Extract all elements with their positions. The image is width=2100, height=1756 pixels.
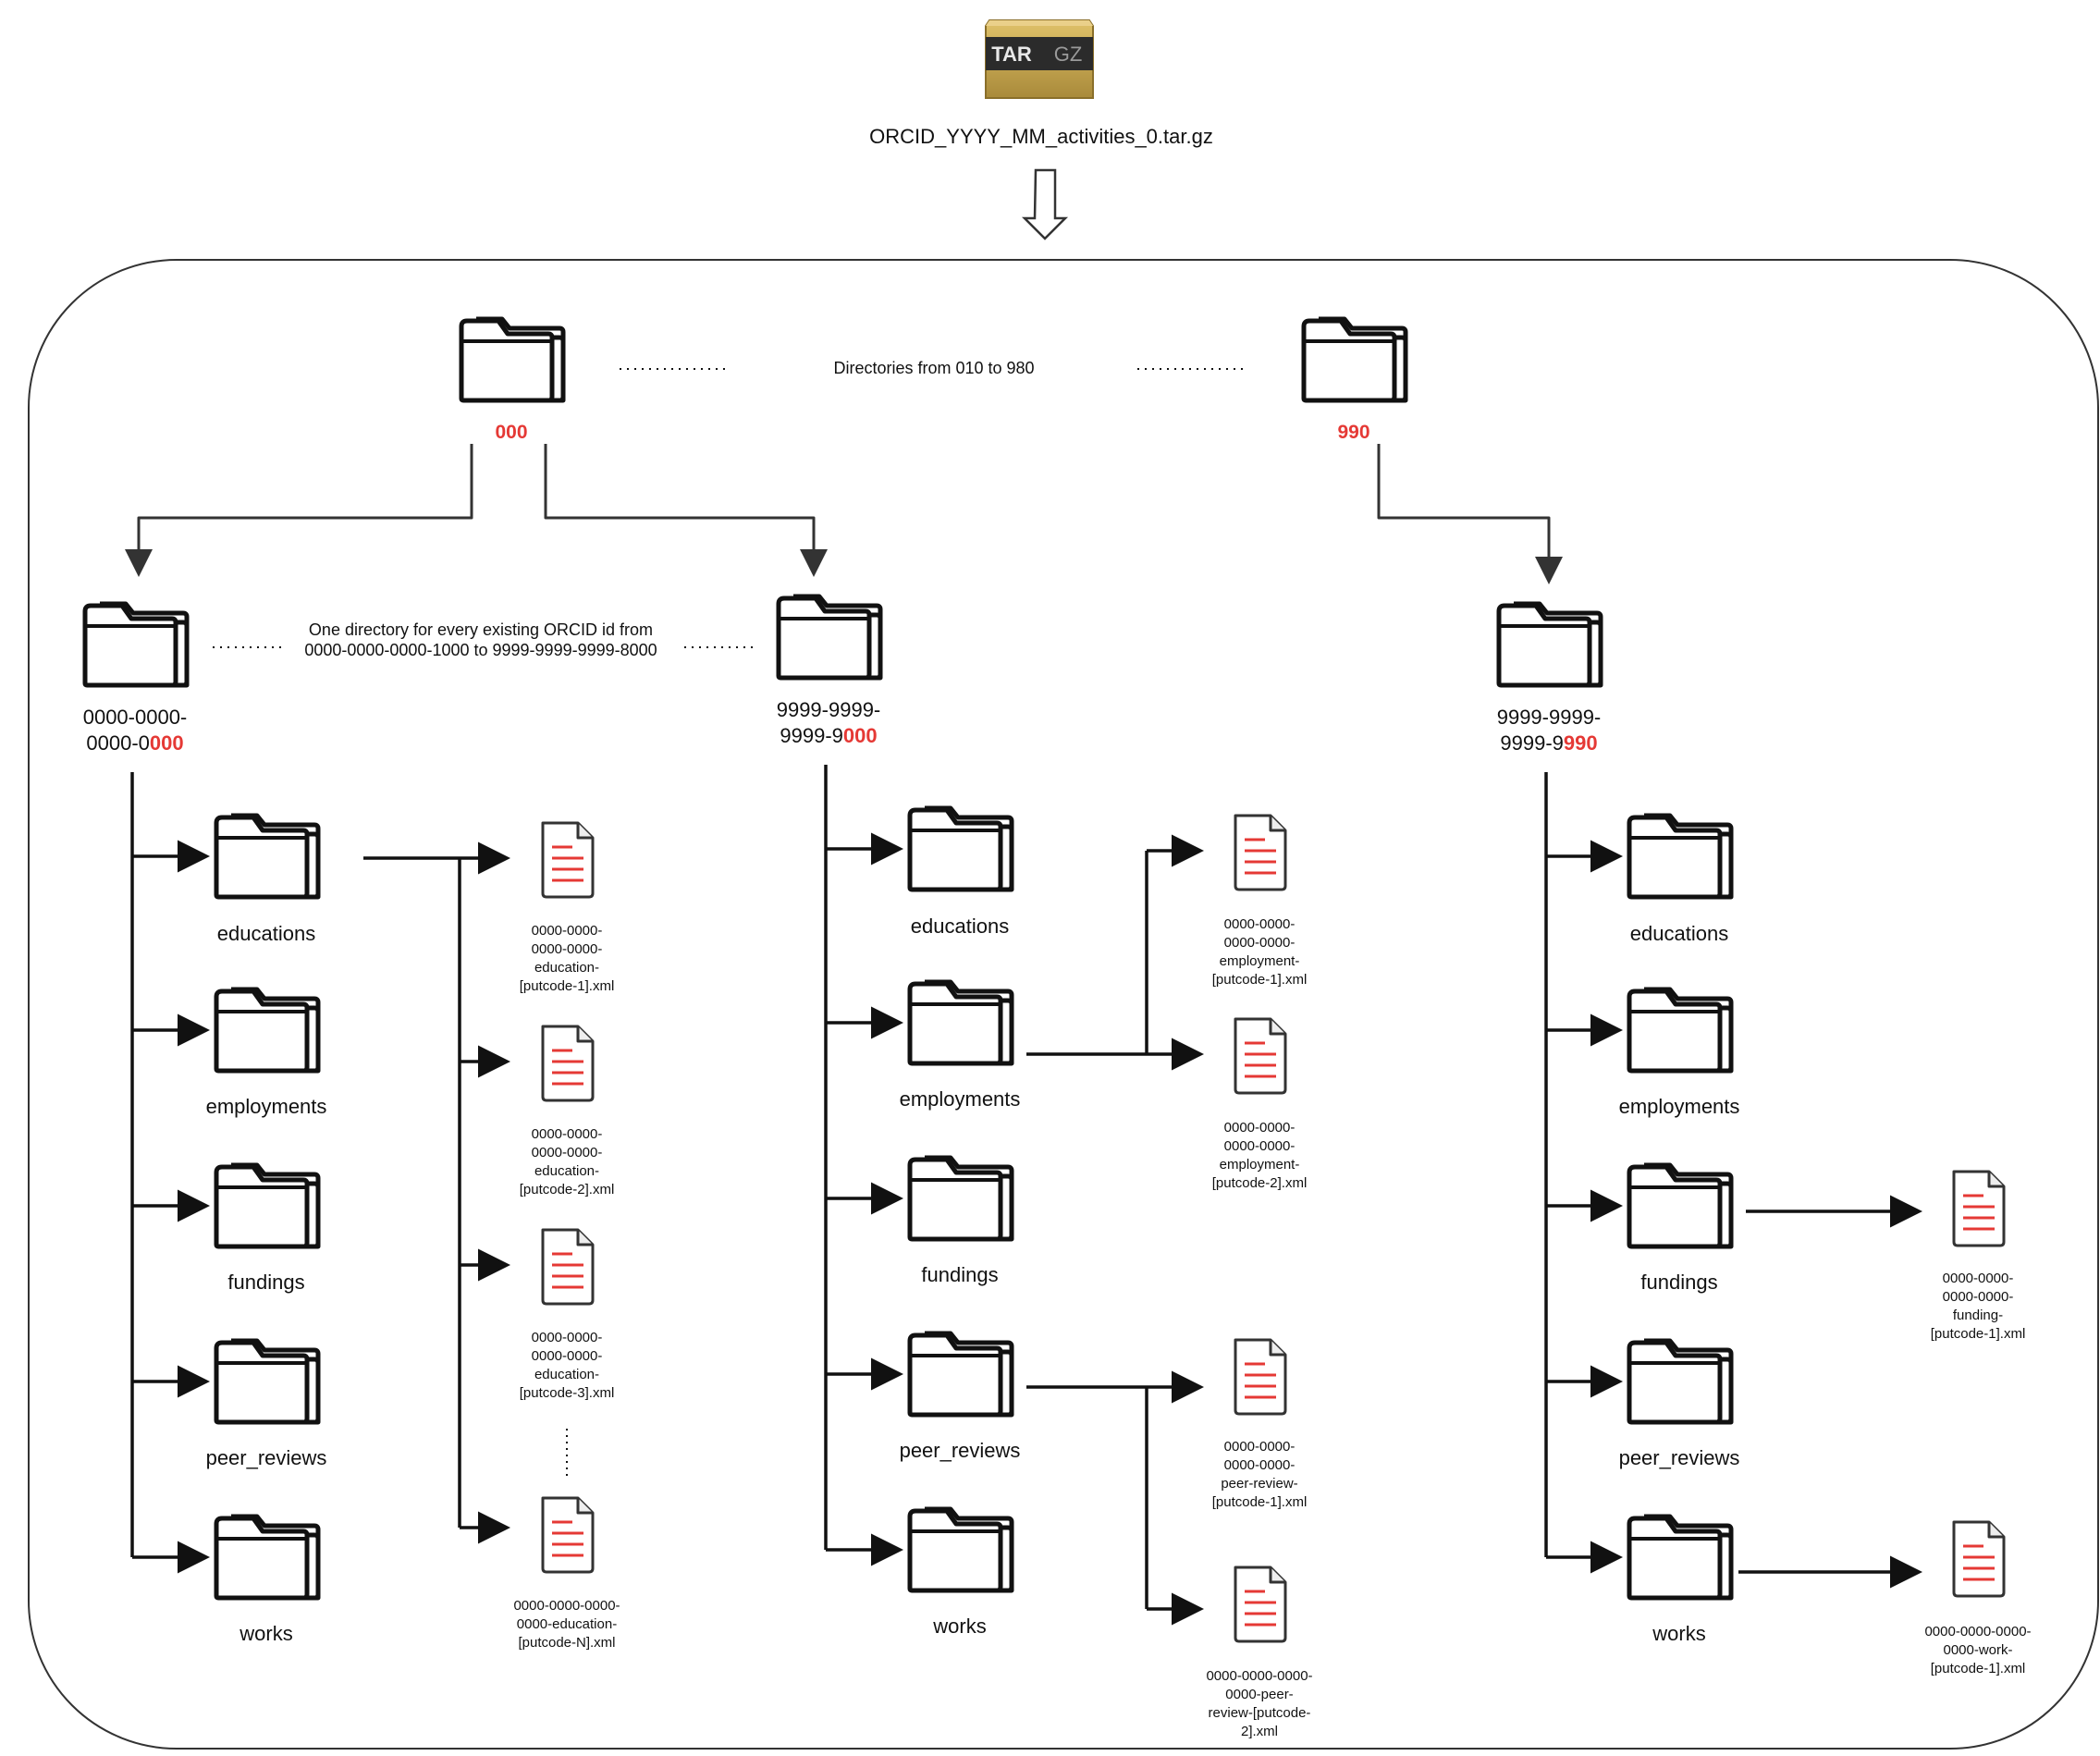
orcid-dir-label: 0000-0000- 0000-0000 <box>83 705 188 755</box>
folder-icon <box>214 1514 321 1601</box>
xml-file-icon <box>541 1496 595 1574</box>
xml-file-icon <box>1234 814 1287 891</box>
top-dirs-note: Directories from 010 to 980 <box>833 359 1035 377</box>
folder-icon <box>907 805 1014 892</box>
connector-arrow <box>1377 444 1563 584</box>
folder-icon <box>214 987 321 1074</box>
file-label: 0000-0000-0000- 0000-work- [putcode-1].x… <box>1924 1624 2032 1676</box>
orcid-id-suffix: 000 <box>842 723 878 747</box>
file-label: 0000-0000- 0000-0000- peer-review- [putc… <box>1211 1439 1308 1510</box>
folder-label-educations: educations <box>910 915 1010 938</box>
xml-file-icon <box>1952 1520 2006 1598</box>
file-label: 0000-0000- 0000-0000- employment- [putco… <box>1211 916 1308 988</box>
folder-label-peer-reviews: peer_reviews <box>899 1439 1021 1462</box>
xml-file-icon <box>541 821 595 899</box>
folder-label-works: works <box>239 1622 293 1645</box>
folder-icon <box>1627 813 1734 900</box>
connector-arrow <box>125 444 473 577</box>
folder-icon <box>907 1331 1014 1418</box>
orcid-id-prefix: 9999-9999- 9999-9 <box>1496 706 1602 755</box>
file-label: 0000-0000-0000- 0000-education- [putcode… <box>513 1598 620 1651</box>
file-label: 0000-0000-0000- 0000-peer- review-[putco… <box>1206 1668 1313 1739</box>
orcid-id-prefix: 9999-9999- 9999-9 <box>776 698 881 747</box>
folder-icon <box>1496 601 1603 688</box>
folder-icon <box>907 1506 1014 1593</box>
file-label: 0000-0000- 0000-0000- education- [putcod… <box>519 923 615 994</box>
orcid-id-suffix: 000 <box>149 731 184 755</box>
file-label: 0000-0000- 0000-0000- employment- [putco… <box>1211 1120 1308 1191</box>
top-dir-last-label: 990 <box>1337 422 1370 443</box>
archive-badge-left: TAR <box>991 43 1032 66</box>
folder-icon <box>907 1155 1014 1242</box>
orcid-id-suffix: 990 <box>1563 731 1598 755</box>
orcid-dir-label: 9999-9999- 9999-9990 <box>1497 705 1602 755</box>
folder-icon <box>1627 1162 1734 1249</box>
tar-gz-archive-icon: TAR GZ <box>985 19 1094 99</box>
down-arrow-icon <box>1021 168 1069 240</box>
archive-badge-right: GZ <box>1054 43 1083 66</box>
container-frame <box>28 259 2099 1750</box>
folder-label-works: works <box>933 1615 987 1638</box>
folder-label-fundings: fundings <box>227 1271 305 1294</box>
orcid-id-prefix: 0000-0000- 0000-0 <box>82 706 188 755</box>
orcid-dirs-note: One directory for every existing ORCID i… <box>304 620 657 659</box>
folder-label-fundings: fundings <box>1640 1271 1718 1294</box>
folder-label-employments: employments <box>899 1087 1021 1111</box>
top-dir-first-label: 000 <box>495 422 528 443</box>
folder-label-peer-reviews: peer_reviews <box>1618 1446 1740 1469</box>
archive-icon: TAR GZ <box>982 17 1097 102</box>
orcid-dir-label: 9999-9999- 9999-9000 <box>777 697 881 748</box>
xml-file-icon <box>1952 1170 2006 1247</box>
folder-icon <box>82 601 190 688</box>
folder-label-fundings: fundings <box>921 1263 999 1286</box>
folder-label-works: works <box>1652 1622 1706 1645</box>
xml-file-icon <box>541 1228 595 1306</box>
folder-label-educations: educations <box>1629 922 1729 945</box>
folder-label-peer-reviews: peer_reviews <box>205 1446 327 1469</box>
folder-icon <box>214 1338 321 1425</box>
folder-label-educations: educations <box>216 922 316 945</box>
xml-file-icon <box>1234 1338 1287 1416</box>
folder-icon <box>459 316 566 403</box>
file-label: 0000-0000- 0000-0000- funding- [putcode-… <box>1930 1271 2026 1342</box>
folder-label-employments: employments <box>205 1095 327 1118</box>
connector-arrow <box>544 444 828 577</box>
folder-icon <box>1627 1514 1734 1601</box>
folder-icon <box>776 594 883 681</box>
xml-file-icon <box>1234 1017 1287 1095</box>
xml-file-icon <box>1234 1566 1287 1643</box>
folder-icon <box>214 1162 321 1249</box>
folder-icon <box>1301 316 1408 403</box>
folder-icon <box>214 813 321 900</box>
folder-label-employments: employments <box>1618 1095 1740 1118</box>
file-label: 0000-0000- 0000-0000- education- [putcod… <box>519 1330 615 1401</box>
xml-file-icon <box>541 1025 595 1102</box>
folder-icon <box>1627 1338 1734 1425</box>
folder-icon <box>1627 987 1734 1074</box>
folder-icon <box>907 979 1014 1066</box>
archive-filename: ORCID_YYYY_MM_activities_0.tar.gz <box>869 125 1213 148</box>
file-label: 0000-0000- 0000-0000- education- [putcod… <box>519 1126 615 1197</box>
